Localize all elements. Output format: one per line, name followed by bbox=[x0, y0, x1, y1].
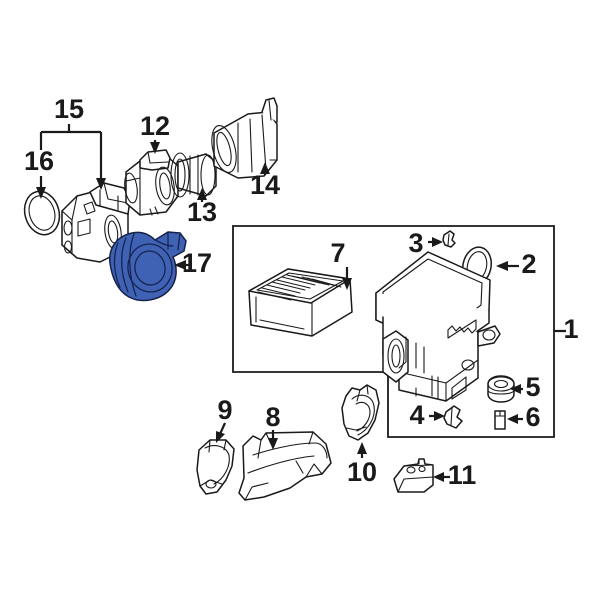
leader-4 bbox=[429, 411, 445, 421]
leader-13 bbox=[197, 188, 207, 202]
callout-label-6: 6 bbox=[525, 402, 540, 432]
leader-12 bbox=[150, 140, 160, 154]
part-9-duct-end-cap bbox=[196, 439, 235, 495]
leader-14 bbox=[260, 162, 270, 175]
callout-label-11: 11 bbox=[448, 460, 477, 490]
bracket-15 bbox=[39, 124, 106, 190]
callout-label-9: 9 bbox=[217, 395, 232, 425]
leader-9 bbox=[216, 422, 227, 443]
callout-label-15: 15 bbox=[54, 94, 84, 124]
part-8-air-intake-duct bbox=[238, 431, 332, 501]
group-frame-1 bbox=[232, 225, 566, 438]
callout-label-12: 12 bbox=[140, 111, 170, 141]
leader-8 bbox=[268, 430, 278, 450]
leader-17 bbox=[174, 260, 192, 270]
part-3-upper-clip bbox=[442, 230, 456, 248]
callout-label-8: 8 bbox=[265, 402, 280, 432]
filter-pleats bbox=[257, 274, 342, 301]
callout-label-7: 7 bbox=[330, 238, 345, 268]
part-13-boot-sleeve bbox=[170, 152, 217, 198]
leader-7 bbox=[342, 267, 352, 290]
part-7-air-filter-element bbox=[248, 268, 353, 337]
assembly-group-boundary bbox=[232, 225, 555, 438]
part-12-maf-sensor bbox=[124, 149, 179, 216]
leader-6 bbox=[507, 414, 523, 424]
part-5-grommet bbox=[487, 375, 515, 403]
callout-label-5: 5 bbox=[525, 372, 540, 402]
callout-label-10: 10 bbox=[347, 457, 377, 487]
leader-3 bbox=[428, 237, 443, 247]
callout-label-17: 17 bbox=[182, 248, 212, 278]
callout-label-13: 13 bbox=[187, 197, 217, 227]
callout-label-2: 2 bbox=[521, 249, 536, 279]
callout-label-16: 16 bbox=[24, 146, 54, 176]
leader-2 bbox=[496, 261, 519, 271]
callout-label-14: 14 bbox=[250, 170, 280, 200]
callout-label-1: 1 bbox=[563, 314, 578, 344]
part-10-resonator-scoop bbox=[341, 384, 380, 441]
part-16-throttle-body-gasket bbox=[23, 190, 61, 236]
part-14-intake-hose bbox=[211, 97, 278, 179]
part-15-throttle-body bbox=[61, 182, 131, 263]
part-6-bushing-pin bbox=[494, 410, 506, 430]
callout-label-4: 4 bbox=[409, 400, 424, 430]
leader-11 bbox=[433, 472, 450, 482]
air-cleaner-housing bbox=[375, 251, 501, 402]
leader-16 bbox=[36, 176, 46, 199]
leader-head-15 bbox=[96, 178, 106, 190]
leader-10 bbox=[357, 442, 367, 458]
callout-label-3: 3 bbox=[408, 228, 423, 258]
part-17-intake-elbow-highlighted bbox=[109, 231, 187, 302]
part-11-mounting-bracket bbox=[393, 458, 434, 493]
leader-5 bbox=[510, 384, 523, 394]
part-4-lower-clip bbox=[443, 405, 463, 429]
